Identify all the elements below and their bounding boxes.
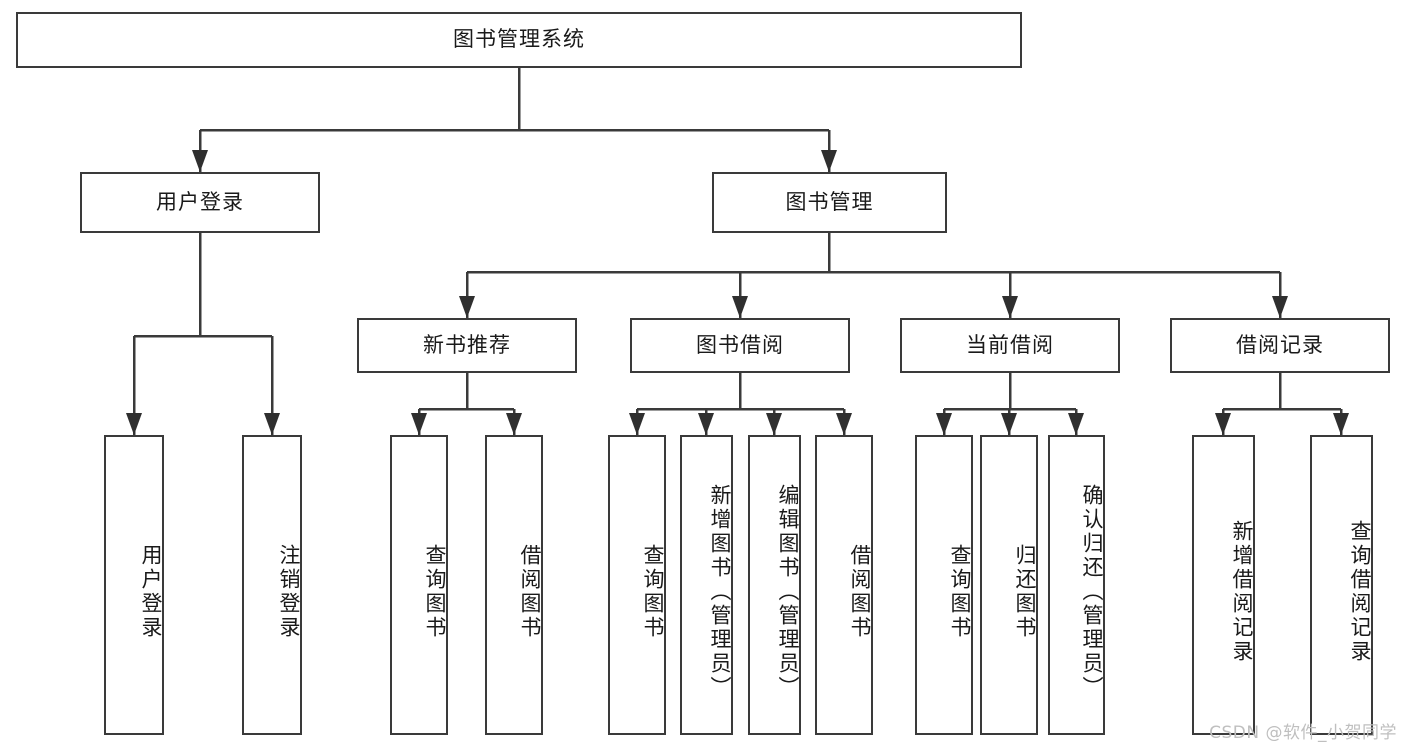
node-label: 查询图书 xyxy=(641,544,665,640)
node-label: 注销登录 xyxy=(277,544,301,640)
arrowhead-icon xyxy=(732,296,748,318)
node-leaf-logout[interactable]: 注销登录 xyxy=(242,435,302,735)
node-borrow-record[interactable]: 借阅记录 xyxy=(1170,318,1390,373)
node-label: 查询借阅记录 xyxy=(1348,520,1372,664)
arrowhead-icon xyxy=(698,413,714,435)
arrowhead-icon xyxy=(836,413,852,435)
node-label: 借阅图书 xyxy=(848,544,872,640)
arrowhead-icon xyxy=(411,413,427,435)
node-leaf-borrow-book-b[interactable]: 借阅图书 xyxy=(815,435,873,735)
arrowhead-icon xyxy=(936,413,952,435)
node-label: 图书管理 xyxy=(785,189,874,214)
node-label: 用户登录 xyxy=(156,189,244,214)
arrowhead-icon xyxy=(821,150,837,172)
node-leaf-add-book[interactable]: 新增图书（管理员） xyxy=(680,435,733,735)
node-user-login[interactable]: 用户登录 xyxy=(80,172,320,233)
node-leaf-query-book-c[interactable]: 查询图书 xyxy=(915,435,973,735)
node-leaf-query-record[interactable]: 查询借阅记录 xyxy=(1310,435,1373,735)
node-leaf-query-book-b[interactable]: 查询图书 xyxy=(608,435,666,735)
arrowhead-icon xyxy=(1215,413,1231,435)
node-leaf-query-book-a[interactable]: 查询图书 xyxy=(390,435,448,735)
node-leaf-confirm-return[interactable]: 确认归还（管理员） xyxy=(1048,435,1105,735)
arrowhead-icon xyxy=(1002,296,1018,318)
node-label: 借阅记录 xyxy=(1236,332,1324,357)
arrowhead-icon xyxy=(264,413,280,435)
node-leaf-user-login[interactable]: 用户登录 xyxy=(104,435,164,735)
arrowhead-icon xyxy=(1068,413,1084,435)
node-label: 查询图书 xyxy=(423,544,447,640)
node-book-borrow[interactable]: 图书借阅 xyxy=(630,318,850,373)
arrowhead-icon xyxy=(766,413,782,435)
node-leaf-borrow-book-a[interactable]: 借阅图书 xyxy=(485,435,543,735)
node-book-manage[interactable]: 图书管理 xyxy=(712,172,947,233)
node-new-book-rec[interactable]: 新书推荐 xyxy=(357,318,577,373)
node-label: 编辑图书（管理员） xyxy=(776,484,800,700)
node-label: 归还图书 xyxy=(1013,544,1037,640)
node-label: 查询图书 xyxy=(948,544,972,640)
arrowhead-icon xyxy=(1333,413,1349,435)
node-leaf-return-book[interactable]: 归还图书 xyxy=(980,435,1038,735)
arrowhead-icon xyxy=(1001,413,1017,435)
node-root[interactable]: 图书管理系统 xyxy=(16,12,1022,68)
node-leaf-add-record[interactable]: 新增借阅记录 xyxy=(1192,435,1255,735)
arrowhead-icon xyxy=(1272,296,1288,318)
node-leaf-edit-book[interactable]: 编辑图书（管理员） xyxy=(748,435,801,735)
node-label: 新书推荐 xyxy=(423,332,511,357)
node-label: 当前借阅 xyxy=(966,332,1054,357)
arrowhead-icon xyxy=(506,413,522,435)
node-current-borrow[interactable]: 当前借阅 xyxy=(900,318,1120,373)
node-label: 新增图书（管理员） xyxy=(708,484,732,700)
node-label: 借阅图书 xyxy=(518,544,542,640)
node-label: 图书借阅 xyxy=(696,332,784,357)
arrowhead-icon xyxy=(629,413,645,435)
node-label: 图书管理系统 xyxy=(453,27,585,52)
node-label: 用户登录 xyxy=(139,544,163,640)
arrowhead-icon xyxy=(126,413,142,435)
node-label: 新增借阅记录 xyxy=(1230,520,1254,664)
node-label: 确认归还（管理员） xyxy=(1080,484,1104,700)
csdn-watermark: CSDN @软件_小贺同学 xyxy=(1209,723,1397,743)
arrowhead-icon xyxy=(192,150,208,172)
arrowhead-icon xyxy=(459,296,475,318)
